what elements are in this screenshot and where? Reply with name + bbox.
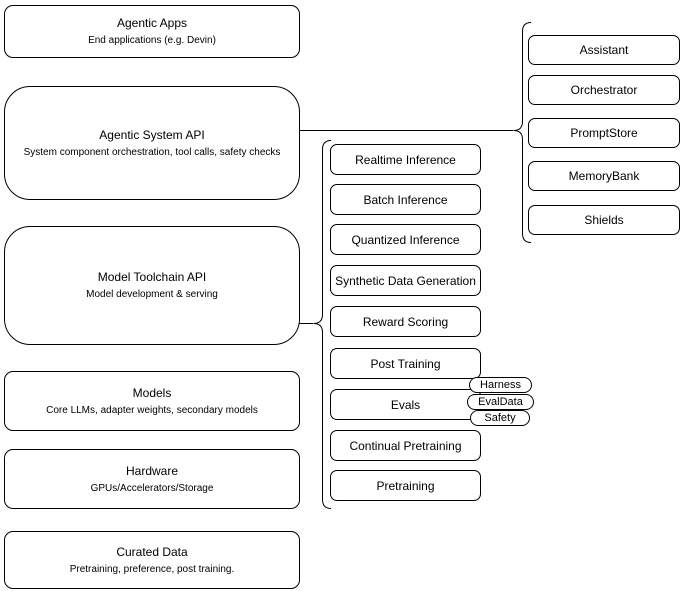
agentic-apps-title: Agentic Apps <box>116 16 188 30</box>
eval-tag-evaldata: EvalData <box>467 394 534 410</box>
toolchain-item-post-training: Post Training <box>330 348 481 379</box>
curated-data-subtitle: Pretraining, preference, post training. <box>69 563 235 575</box>
toolchain-item-evals: Evals <box>330 389 481 420</box>
eval-tag-safety: Safety <box>470 410 530 426</box>
hardware-title: Hardware <box>125 463 179 478</box>
toolchain-item-realtime-inference: Realtime Inference <box>330 144 481 175</box>
toolchain-item-batch-inference: Batch Inference <box>330 184 481 215</box>
models-subtitle: Core LLMs, adapter weights, secondary mo… <box>46 404 258 416</box>
component-label: PromptStore <box>570 126 638 140</box>
toolchain-item-synthetic-data-generation: Synthetic Data Generation <box>330 265 481 296</box>
toolchain-item-label: Continual Pretraining <box>349 438 462 453</box>
toolchain-item-quantized-inference: Quantized Inference <box>330 224 481 255</box>
component-label: Shields <box>584 213 624 227</box>
model-toolchain-api-box: Model Toolchain API Model development & … <box>4 226 300 345</box>
component-memorybank: MemoryBank <box>528 161 680 191</box>
component-label: MemoryBank <box>568 169 640 183</box>
component-shields: Shields <box>528 205 680 235</box>
component-label: Orchestrator <box>570 83 638 97</box>
eval-tag-label: EvalData <box>478 396 523 408</box>
component-label: Assistant <box>579 43 629 57</box>
agentic-apps-subtitle: End applications (e.g. Devin) <box>88 35 216 46</box>
models-title: Models <box>132 385 172 400</box>
toolchain-brace <box>313 140 332 509</box>
eval-tag-harness: Harness <box>469 377 532 393</box>
hardware-box: Hardware GPUs/Accelerators/Storage <box>4 449 300 509</box>
agentic-apps-box: Agentic Apps End applications (e.g. Devi… <box>4 5 300 58</box>
component-orchestrator: Orchestrator <box>528 75 680 105</box>
toolchain-item-label: Reward Scoring <box>362 314 449 329</box>
agentic-system-api-subtitle: System component orchestration, tool cal… <box>23 146 281 158</box>
toolchain-item-pretraining: Pretraining <box>330 470 481 501</box>
toolchain-item-label: Synthetic Data Generation <box>335 273 476 288</box>
curated-data-box: Curated Data Pretraining, preference, po… <box>4 531 300 589</box>
toolchain-item-label: Pretraining <box>376 478 435 493</box>
components-brace <box>513 22 532 243</box>
eval-tag-label: Safety <box>484 412 516 424</box>
hardware-subtitle: GPUs/Accelerators/Storage <box>90 482 214 494</box>
toolchain-item-label: Batch Inference <box>363 192 448 207</box>
toolchain-item-reward-scoring: Reward Scoring <box>330 306 481 337</box>
toolchain-item-label: Post Training <box>370 356 441 371</box>
toolchain-item-label: Evals <box>390 397 421 412</box>
models-box: Models Core LLMs, adapter weights, secon… <box>4 371 300 431</box>
toolchain-item-label: Realtime Inference <box>355 152 456 167</box>
component-promptstore: PromptStore <box>528 118 680 148</box>
model-toolchain-api-subtitle: Model development & serving <box>86 289 218 300</box>
model-toolchain-api-title: Model Toolchain API <box>97 270 207 284</box>
curated-data-title: Curated Data <box>116 544 188 559</box>
eval-tag-label: Harness <box>480 379 521 391</box>
toolchain-item-continual-pretraining: Continual Pretraining <box>330 430 481 461</box>
agentic-system-api-title: Agentic System API <box>99 127 205 142</box>
component-assistant: Assistant <box>528 35 680 65</box>
agentic-system-api-box: Agentic System API System component orch… <box>4 86 300 200</box>
toolchain-item-label: Quantized Inference <box>351 232 460 247</box>
